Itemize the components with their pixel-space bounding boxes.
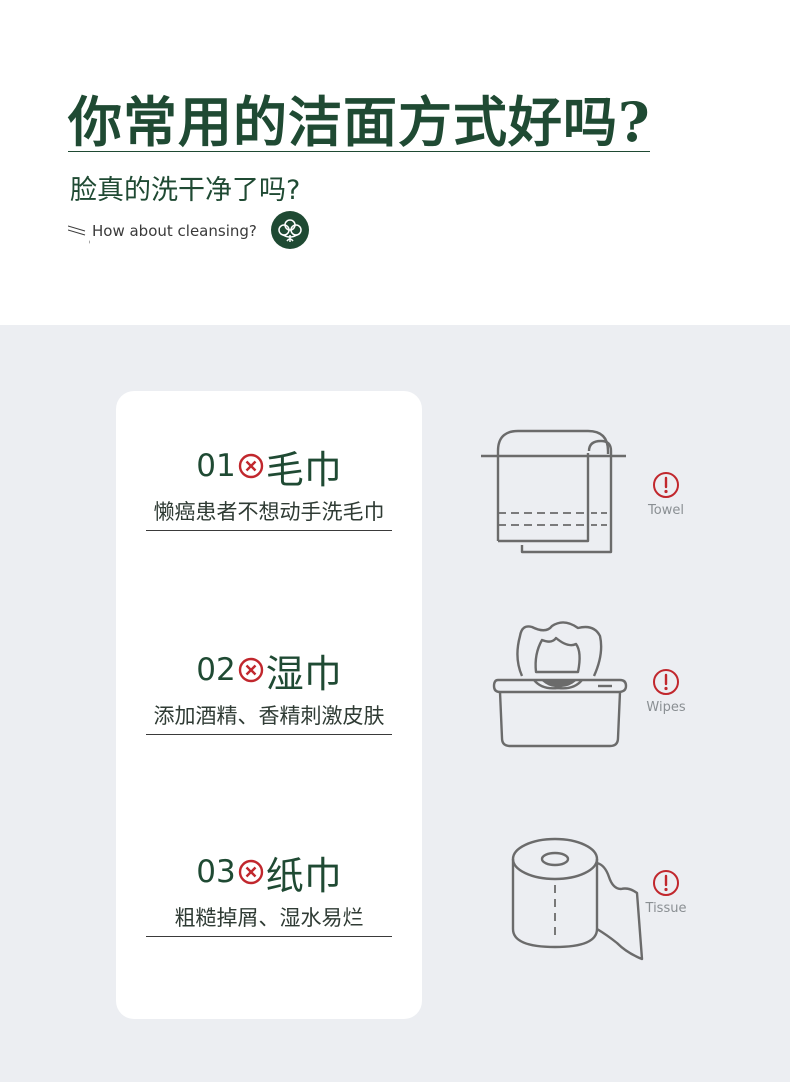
item-name: 纸巾 <box>265 853 342 898</box>
header-section <box>0 0 790 325</box>
item-name: 毛巾 <box>265 447 342 492</box>
method-item-wipes: 02 湿巾 添加酒精、香精刺激皮肤 <box>116 646 422 735</box>
warning-label: Towel <box>648 503 684 518</box>
cross-icon <box>238 453 263 479</box>
warning-label: Wipes <box>646 700 686 715</box>
item-description: 添加酒精、香精刺激皮肤 <box>146 700 392 735</box>
item-description: 懒癌患者不想动手洗毛巾 <box>146 496 392 531</box>
swoosh-icon <box>68 225 90 244</box>
towel-icon <box>481 429 626 554</box>
item-number: 02 <box>196 652 236 688</box>
english-tagline: How about cleansing? <box>68 216 257 246</box>
cross-icon <box>238 657 263 683</box>
cotton-icon <box>271 211 309 249</box>
page-subtitle: 脸真的洗干净了吗? <box>70 175 301 206</box>
warning-icon <box>653 870 679 896</box>
method-item-towel: 01 毛巾 懒癌患者不想动手洗毛巾 <box>116 442 422 531</box>
tissue-icon <box>511 837 644 961</box>
warning-icon <box>653 472 679 498</box>
page-title: 你常用的洁面方式好吗? <box>68 90 651 154</box>
method-item-tissue: 03 纸巾 粗糙掉屑、湿水易烂 <box>116 848 422 937</box>
item-name: 湿巾 <box>265 651 342 696</box>
item-number: 03 <box>196 854 236 890</box>
item-number: 01 <box>196 448 236 484</box>
method-card <box>116 391 422 1019</box>
title-divider <box>68 151 650 152</box>
english-subtitle: How about cleansing? <box>92 222 257 240</box>
warning-label: Tissue <box>645 901 687 916</box>
item-description: 粗糙掉屑、湿水易烂 <box>146 902 392 937</box>
cross-icon <box>238 859 263 885</box>
wipes-icon <box>492 621 628 748</box>
warning-icon <box>653 669 679 695</box>
